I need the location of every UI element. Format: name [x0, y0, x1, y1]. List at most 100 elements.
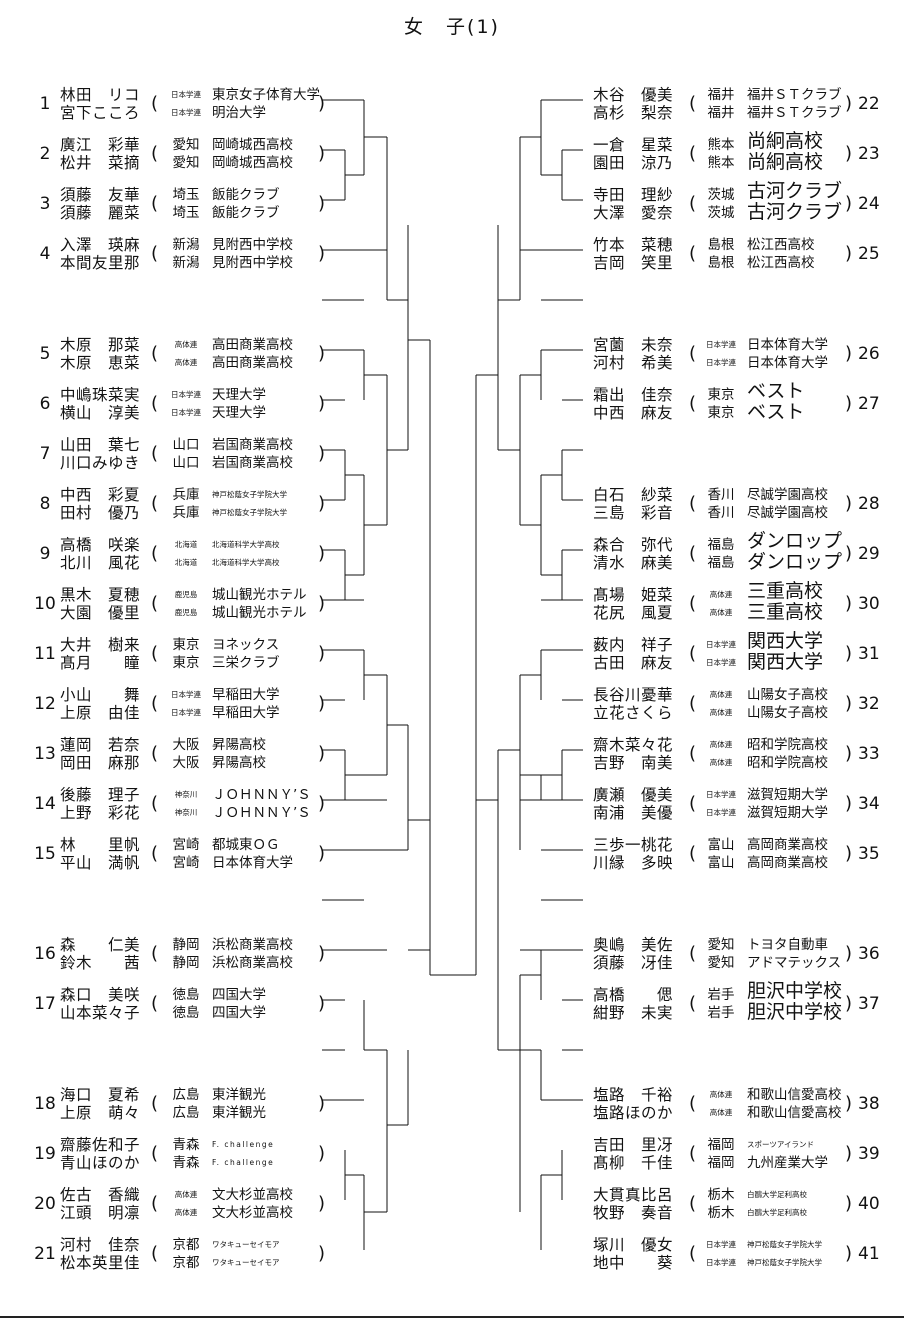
player-name-2: 髙月 瞳: [60, 654, 141, 672]
team-1: ヨネックス: [212, 637, 280, 653]
player-name-2: 田村 優乃: [60, 504, 141, 522]
player-name-2: 須藤 冴佳: [593, 954, 674, 972]
prefecture-2: 宮崎: [172, 855, 200, 871]
prefecture-2: 高体連: [174, 358, 198, 367]
team-list: F. challenge F. challenge: [212, 1136, 274, 1172]
team-2: 天理大学: [212, 405, 266, 421]
prefecture-list: 福岡福岡: [696, 1136, 746, 1172]
open-paren: (: [689, 393, 697, 414]
open-paren: (: [689, 243, 697, 264]
player-name-2: 北川 風花: [60, 554, 141, 572]
close-paren: ): [318, 1093, 326, 1114]
team-2: アドマテックス: [747, 955, 842, 971]
team-1: 福井ＳＴクラブ: [747, 87, 842, 103]
team-2: F. challenge: [212, 1158, 275, 1167]
prefecture-2: 高体連: [174, 1208, 198, 1217]
team-list: 天理大学天理大学: [212, 386, 266, 422]
prefecture-list: 愛知愛知: [696, 936, 746, 972]
entry-number: 8: [39, 494, 51, 514]
player-name-2: 松本英里佳: [60, 1254, 141, 1272]
prefecture-1: 大阪: [172, 737, 200, 753]
team-2: 松江西高校: [747, 255, 815, 271]
prefecture-list: 香川香川: [696, 486, 746, 522]
open-paren: (: [689, 1243, 697, 1264]
prefecture-1: 広島: [172, 1087, 200, 1103]
entry-number: 32: [858, 694, 880, 714]
team-list: 東洋観光東洋観光: [212, 1086, 266, 1122]
prefecture-2: 新潟: [172, 255, 200, 271]
player-name-2: 宮下こころ: [60, 104, 141, 122]
player-names: 須藤 友華須藤 麗菜: [60, 186, 140, 222]
close-paren: ): [845, 1143, 853, 1164]
team-1: ダンロップ: [747, 530, 843, 552]
player-names: 塚川 優女地中 葵: [593, 1236, 673, 1272]
team-2: ＪＯＨＮＮＹ’Ｓ: [212, 805, 311, 821]
prefecture-list: 東京東京: [696, 386, 746, 422]
player-name-1: 中西 彩夏: [60, 486, 141, 504]
entry-number: 20: [34, 1194, 56, 1214]
team-list: 高岡商業高校高岡商業高校: [747, 836, 828, 872]
team-1: 天理大学: [212, 387, 266, 403]
prefecture-2: 日本学連: [706, 358, 736, 367]
prefecture-1: 鹿児島: [174, 590, 198, 599]
player-name-1: 齋木菜々花: [593, 736, 674, 754]
player-name-2: 古田 麻友: [593, 654, 674, 672]
prefecture-2: 北海道: [174, 558, 198, 567]
team-2: 城山観光ホテル: [212, 605, 307, 621]
player-name-2: 横山 淳美: [60, 404, 141, 422]
team-list: 昇陽高校昇陽高校: [212, 736, 266, 772]
player-name-1: 中嶋珠菜実: [60, 386, 141, 404]
prefecture-2: 静岡: [172, 955, 200, 971]
team-2: 北海道科学大学高校: [212, 558, 280, 567]
entry-number: 40: [858, 1194, 880, 1214]
team-2: 岩国商業高校: [212, 455, 293, 471]
prefecture-list: 埼玉埼玉: [161, 186, 211, 222]
prefecture-list: 鹿児島鹿児島: [161, 586, 211, 622]
team-2: 岡崎城西高校: [212, 155, 293, 171]
close-paren: ): [318, 393, 326, 414]
team-2: 尚絅高校: [747, 151, 824, 173]
team-1: F. challenge: [212, 1140, 275, 1149]
player-name-1: 林田 リコ: [60, 86, 141, 104]
prefecture-1: 高体連: [709, 690, 733, 699]
team-2: 三栄クラブ: [212, 655, 280, 671]
player-names: 吉田 里冴髙柳 千佳: [593, 1136, 673, 1172]
team-2: 浜松商業高校: [212, 955, 293, 971]
close-paren: ): [318, 143, 326, 164]
player-name-2: 上原 萌々: [60, 1104, 141, 1122]
player-names: 高橋 偲紺野 未実: [593, 986, 673, 1022]
player-name-1: 山田 葉七: [60, 436, 141, 454]
player-names: 森 仁美鈴木 茜: [60, 936, 140, 972]
entry-number: 12: [34, 694, 56, 714]
open-paren: (: [689, 93, 697, 114]
prefecture-list: 高体連高体連: [696, 736, 746, 772]
close-paren: ): [318, 1193, 326, 1214]
team-1: 滋賀短期大学: [747, 787, 828, 803]
prefecture-2: 愛知: [172, 155, 200, 171]
player-name-1: 小山 舞: [60, 686, 141, 704]
team-list: ワタキューセイモアワタキューセイモア: [212, 1236, 280, 1272]
prefecture-2: 日本学連: [171, 708, 201, 717]
player-names: 齋藤佐和子青山ほのか: [60, 1136, 140, 1172]
entry-number: 26: [858, 344, 880, 364]
player-name-1: 長谷川憂華: [593, 686, 674, 704]
team-2: 白鷗大学足利高校: [747, 1208, 807, 1217]
prefecture-list: 静岡静岡: [161, 936, 211, 972]
close-paren: ): [318, 843, 326, 864]
team-list: 関西大学関西大学: [747, 631, 823, 673]
player-name-1: 森合 弥代: [593, 536, 674, 554]
prefecture-1: 高体連: [709, 590, 733, 599]
team-list: 尽誠学園高校尽誠学園高校: [747, 486, 828, 522]
prefecture-1: 日本学連: [171, 390, 201, 399]
team-2: 日本体育大学: [747, 355, 828, 371]
entry-number: 41: [858, 1244, 880, 1264]
entry-number: 25: [858, 244, 880, 264]
player-names: 小山 舞上原 由佳: [60, 686, 140, 722]
team-list: 岡崎城西高校岡崎城西高校: [212, 136, 293, 172]
